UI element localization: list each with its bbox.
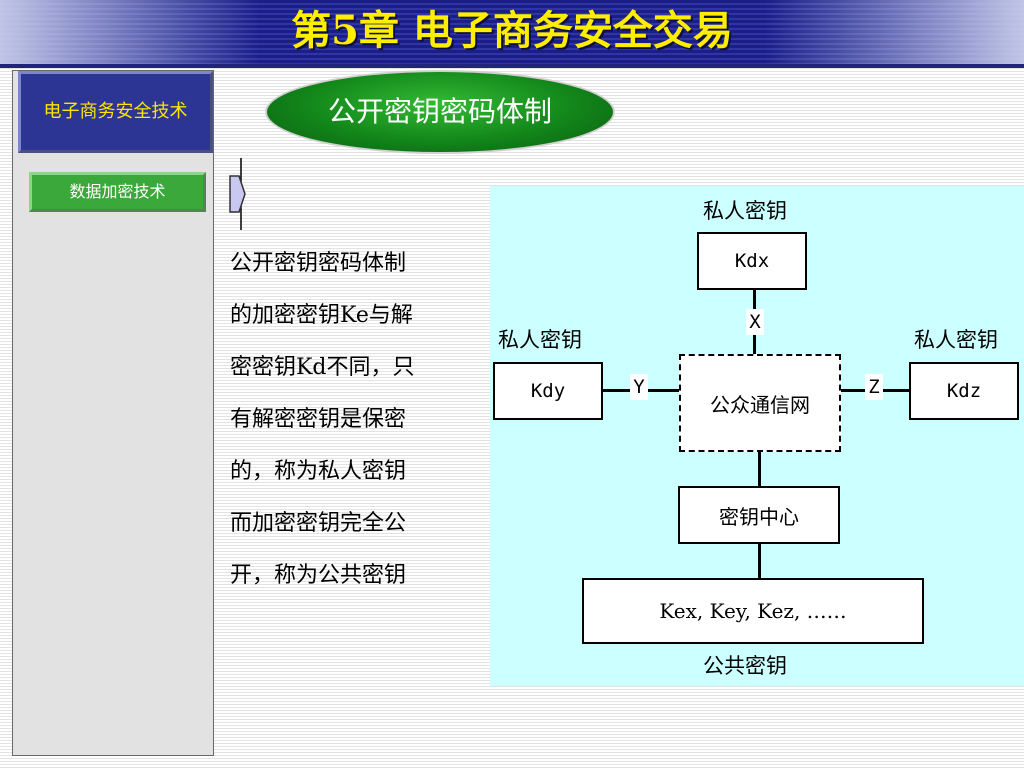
- sidebar-item-label: 电子商务安全技术: [43, 101, 188, 122]
- box-key-center: 密钥中心: [678, 486, 840, 544]
- caption-private-key-left: 私人密钥: [498, 328, 582, 352]
- box-kdz: Kdz: [909, 362, 1019, 420]
- label-z: Z: [865, 374, 883, 400]
- body-line: 而加密密钥完全公: [230, 511, 407, 536]
- chapter-title: 第5章 电子商务安全交易: [291, 7, 733, 54]
- body-line: 公开密钥密码体制: [230, 251, 407, 276]
- connector-network-center: [758, 452, 761, 486]
- title-bar: 第5章 电子商务安全交易: [0, 0, 1024, 64]
- body-line: 的，称为私人密钥: [230, 459, 407, 484]
- header-rule: [0, 64, 1024, 68]
- box-kdx: Kdx: [697, 232, 807, 290]
- body-line: 密密钥Kd不同，只: [230, 355, 415, 380]
- label-y: Y: [630, 374, 648, 400]
- arrow-bullet-icon: [229, 158, 246, 230]
- caption-public-key: 公共密钥: [703, 654, 787, 678]
- body-line: 开，称为公共密钥: [230, 563, 407, 588]
- box-public-keys: Kex, Key, Kez, ……: [582, 578, 924, 644]
- box-public-network: 公众通信网: [679, 354, 841, 452]
- key-distribution-diagram: 私人密钥 Kdx X 私人密钥 Kdy 私人密钥 Kdz Y Z 公众通信网 密…: [490, 186, 1024, 686]
- body-line: 的加密密钥Ke与解: [230, 303, 413, 328]
- body-text: 公开密钥密码体制 的加密密钥Ke与解 密密钥Kd不同，只 有解密密钥是保密 的，…: [230, 238, 470, 602]
- sidebar-item-encryption-tech[interactable]: 数据加密技术: [29, 172, 206, 212]
- body-line: 有解密密钥是保密: [230, 407, 407, 432]
- caption-private-key-top: 私人密钥: [703, 199, 787, 223]
- box-kdy: Kdy: [493, 362, 603, 420]
- sidebar-item-security-tech[interactable]: 电子商务安全技术: [18, 71, 213, 153]
- label-x: X: [746, 309, 764, 335]
- caption-private-key-right: 私人密钥: [914, 328, 998, 352]
- slide-title: 公开密钥密码体制: [265, 70, 615, 154]
- connector-center-keys: [758, 544, 761, 578]
